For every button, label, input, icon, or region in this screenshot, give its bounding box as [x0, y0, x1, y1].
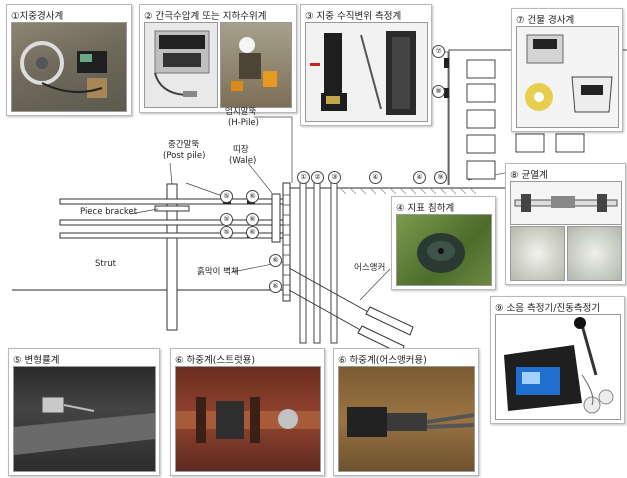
panel-inclinometer: ①지중경사계 — [6, 4, 132, 116]
panel-title: ② 간극수압계 또는 지하수위계 — [144, 11, 267, 22]
panel-title: ⑥ 하중계(어스앵커용) — [338, 355, 427, 366]
wale-label: 띠장 — [233, 145, 249, 155]
strut-load-cell-photo — [175, 366, 321, 472]
tiltmeter-photo — [516, 26, 619, 128]
marker-2: ② — [311, 171, 324, 184]
panel-noise-vibration-meter: ⑨ 소음 측정기/진동측정기 — [490, 296, 625, 424]
earth-anchor-label: 어스앵커 — [354, 263, 386, 273]
marker-6-mid: ⑥ — [246, 213, 259, 226]
extensometer-photo — [305, 22, 428, 122]
post-pile-en-label: (Post pile) — [163, 151, 206, 161]
panel-title: ⑨ 소음 측정기/진동측정기 — [495, 303, 601, 314]
panel-title: ⑤ 변형률계 — [13, 355, 60, 366]
retaining-wall-label: 흙막이 벽체 — [197, 267, 239, 277]
field-worker-photo — [220, 22, 292, 108]
marker-8: ⑧ — [432, 85, 445, 98]
marker-6-low: ⑥ — [246, 226, 259, 239]
panel-settlement-plate: ④ 지표 침하계 — [391, 196, 496, 290]
marker-6-anchor-2: ⑥ — [269, 280, 282, 293]
anchor-load-cell-photo — [338, 366, 475, 472]
piece-bracket-label: Piece bracket — [80, 207, 138, 217]
readout-box-photo — [144, 22, 218, 108]
marker-1: ① — [297, 171, 310, 184]
marker-6-top: ⑥ — [246, 190, 259, 203]
panel-title: ①지중경사계 — [11, 11, 64, 22]
strain-gauge-photo — [13, 366, 156, 472]
panel-piezometer: ② 간극수압계 또는 지하수위계 — [139, 4, 297, 113]
panel-strain-gauge: ⑤ 변형률계 — [8, 348, 160, 476]
marker-6-anchor-1: ⑥ — [269, 254, 282, 267]
panel-load-cell-anchor: ⑥ 하중계(어스앵커용) — [333, 348, 479, 476]
post-pile-label: 중간말뚝 — [168, 140, 200, 150]
panel-load-cell-strut: ⑥ 하중계(스트럿용) — [170, 348, 325, 476]
crack-photo-left — [510, 226, 565, 281]
struts — [59, 198, 284, 239]
wale-en-label: (Wale) — [229, 156, 257, 166]
marker-3: ③ — [328, 171, 341, 184]
marker-4: ④ — [369, 171, 382, 184]
panel-extensometer: ③ 지중 수직변위 측정계 — [300, 4, 432, 126]
settlement-plate-photo — [396, 214, 492, 286]
marker-5-mid: ⑤ — [220, 213, 233, 226]
crack-gauge-photo — [510, 181, 622, 225]
crack-photo-right — [567, 226, 622, 281]
vertical-tubes — [299, 175, 338, 344]
panel-building-tiltmeter: ⑦ 건물 경사계 — [511, 8, 623, 132]
marker-7: ⑦ — [432, 45, 445, 58]
marker-4b: ④ — [413, 171, 426, 184]
marker-9: ⑨ — [434, 171, 447, 184]
vibration-meter-photo — [495, 314, 621, 420]
panel-crack-meter: ⑧ 균열계 — [505, 163, 626, 285]
h-pile-label: 엄지말뚝 — [225, 107, 257, 117]
marker-5-low: ⑤ — [220, 226, 233, 239]
strut-label: Strut — [95, 259, 116, 269]
inclinometer-photo — [11, 22, 127, 112]
panel-title: ⑥ 하중계(스트럿용) — [175, 355, 256, 366]
panel-title: ③ 지중 수직변위 측정계 — [305, 11, 402, 22]
ground-hatch — [339, 187, 477, 195]
panel-title: ④ 지표 침하계 — [396, 203, 455, 214]
h-pile-en-label: (H-Pile) — [228, 118, 259, 128]
marker-5-top: ⑤ — [220, 190, 233, 203]
h-pile-wall — [282, 182, 291, 302]
panel-title: ⑧ 균열계 — [510, 170, 548, 181]
panel-title: ⑦ 건물 경사계 — [516, 15, 575, 26]
